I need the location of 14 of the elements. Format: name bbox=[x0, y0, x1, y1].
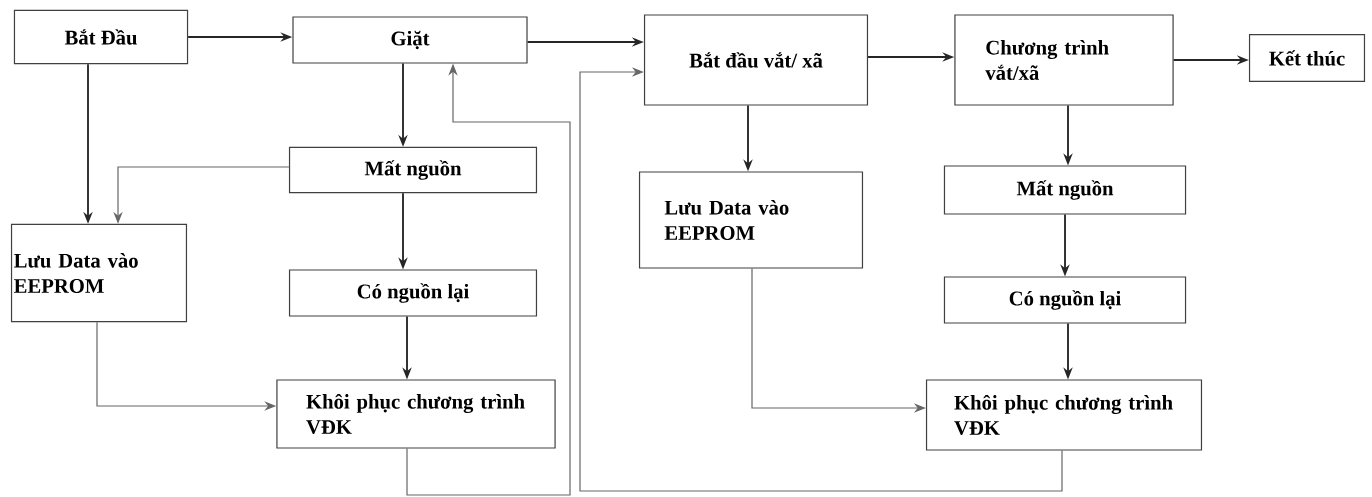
process-box: Bắt đầu vắt/ xã bbox=[643, 14, 869, 106]
process-box: Giặt bbox=[292, 16, 528, 64]
process-box: Mất nguồn bbox=[943, 165, 1187, 215]
process-box: Có nguồn lại bbox=[943, 276, 1187, 324]
process-box: Bắt Đầu bbox=[13, 9, 189, 65]
process-box: Khôi phục chương trình VĐK bbox=[276, 379, 556, 449]
process-box: Chương trình vắt/xã bbox=[954, 14, 1174, 106]
process-box: Lưu Data vào EEPROM bbox=[10, 223, 188, 323]
process-box: Kết thúc bbox=[1248, 33, 1366, 83]
process-box: Khôi phục chương trình VĐK bbox=[925, 379, 1203, 451]
process-box: Có nguồn lại bbox=[288, 269, 538, 317]
arrow bbox=[579, 67, 1063, 492]
process-box: Mất nguồn bbox=[288, 146, 538, 194]
process-box: Lưu Data vào EEPROM bbox=[638, 171, 864, 269]
